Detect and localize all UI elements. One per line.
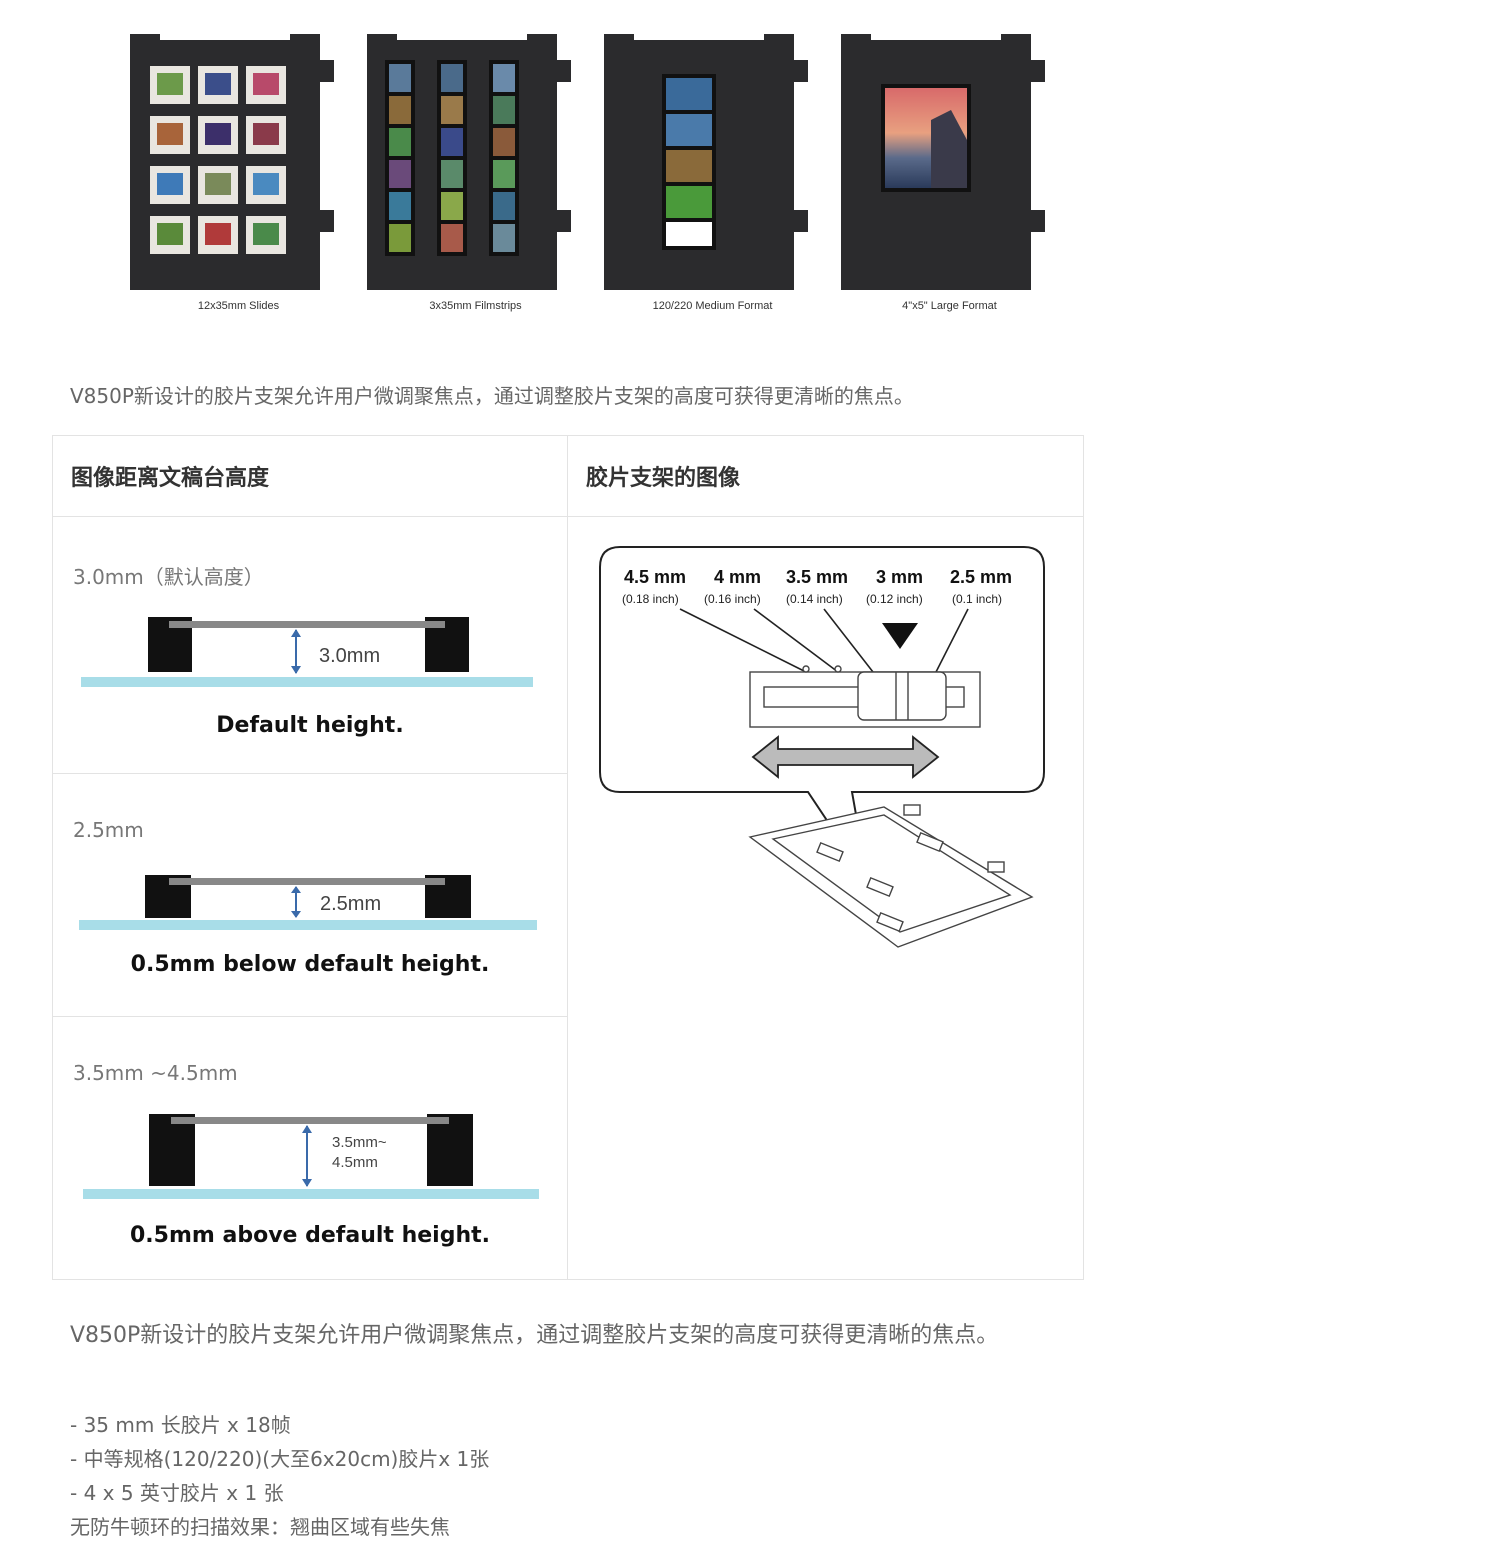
holder-caption: 120/220 Medium Format <box>652 300 773 312</box>
holder-caption: 4"x5" Large Format <box>902 300 997 312</box>
height-mm: 4 mm <box>714 567 761 587</box>
below-default-diagram: 2.5mm <box>79 875 537 930</box>
above-default-diagram: 3.5mm~ 4.5mm <box>83 1114 539 1199</box>
bottom-description: V850P新设计的胶片支架允许用户微调聚焦点，通过调整胶片支架的高度可获得更清晰… <box>70 1323 999 1348</box>
gap-label: 3.5mm~ <box>332 1134 387 1151</box>
row-below-default: 2.5mm 2.5mm 0.5mm below default height. <box>52 773 568 1017</box>
filmstrips-holder-image <box>367 34 571 290</box>
row-label: 3.0mm（默认高度） <box>73 565 264 589</box>
height-inch: (0.14 inch) <box>786 592 843 606</box>
row-above-default: 3.5mm ~4.5mm 3.5mm~ 4.5mm 0.5mm above de… <box>52 1016 568 1280</box>
slide-arrow <box>751 735 940 779</box>
holder-diagram-cell: 4.5 mm (0.18 inch) 4 mm (0.16 inch) 3.5 … <box>567 516 1084 1280</box>
row-caption: Default height. <box>216 713 404 738</box>
medium-format-holder-image <box>604 34 808 290</box>
slides-holder-image <box>130 34 334 290</box>
height-inch: (0.1 inch) <box>952 592 1002 606</box>
intro-text: V850P新设计的胶片支架允许用户微调聚焦点，通过调整胶片支架的高度可获得更清晰… <box>70 384 914 408</box>
gap-label: 3.0mm <box>319 645 380 667</box>
list-item: - 4 x 5 英寸胶片 x 1 张 <box>70 1481 284 1505</box>
spec-list: - 35 mm 长胶片 x 18帧 - 中等规格(120/220)(大至6x20… <box>70 1408 489 1544</box>
height-inch: (0.16 inch) <box>704 592 761 606</box>
row-label: 2.5mm <box>73 818 144 842</box>
large-format-holder-image <box>841 34 1045 290</box>
height-mm: 3.5 mm <box>786 567 848 587</box>
holder-caption: 12x35mm Slides <box>197 300 280 312</box>
table-row: 3.0mm（默认高度） 3.0mm Default height. 4.5 mm… <box>52 516 1084 1280</box>
gap-label: 2.5mm <box>320 893 381 915</box>
height-mm: 2.5 mm <box>950 567 1012 587</box>
row-caption: 0.5mm below default height. <box>130 952 490 977</box>
list-item: - 中等规格(120/220)(大至6x20cm)胶片x 1张 <box>70 1447 490 1471</box>
table-row: 2.5mm 2.5mm 0.5mm below default height. <box>52 773 1084 1017</box>
table-row: 3.5mm ~4.5mm 3.5mm~ 4.5mm 0.5mm above de… <box>52 1016 1084 1280</box>
gap-label: 4.5mm <box>332 1154 378 1171</box>
default-height-diagram: 3.0mm <box>81 617 533 687</box>
holder-large-format: 4"x5" Large Format <box>831 30 1068 312</box>
holder-caption: 3x35mm Filmstrips <box>429 300 522 312</box>
list-item: 无防牛顿环的扫描效果：翘曲区域有些失焦 <box>70 1515 450 1539</box>
holder-medium-format: 120/220 Medium Format <box>594 30 831 312</box>
table-header-row: 图像距离文稿台高度 胶片支架的图像 <box>52 435 1084 517</box>
row-default-height: 3.0mm（默认高度） 3.0mm Default height. <box>52 516 568 774</box>
height-mm: 3 mm <box>876 567 923 587</box>
focus-height-table: 图像距离文稿台高度 胶片支架的图像 3.0mm（默认高度） 3.0mm Defa… <box>52 435 1084 1280</box>
film-holders-strip: 12x35mm Slides 3x35mm Filmstrips <box>120 30 1060 330</box>
row-caption: 0.5mm above default height. <box>130 1223 490 1248</box>
height-mm: 4.5 mm <box>624 567 686 587</box>
holder-filmstrips: 3x35mm Filmstrips <box>357 30 594 312</box>
height-inch: (0.12 inch) <box>866 592 923 606</box>
current-height-marker <box>882 623 918 649</box>
row-label: 3.5mm ~4.5mm <box>73 1061 238 1085</box>
col2-header: 胶片支架的图像 <box>567 435 1084 517</box>
holder-callout-diagram: 4.5 mm (0.18 inch) 4 mm (0.16 inch) 3.5 … <box>599 546 1045 948</box>
height-inch: (0.18 inch) <box>622 592 679 606</box>
holder-slides: 12x35mm Slides <box>120 30 357 312</box>
col1-header: 图像距离文稿台高度 <box>52 435 568 517</box>
list-item: - 35 mm 长胶片 x 18帧 <box>70 1413 291 1437</box>
